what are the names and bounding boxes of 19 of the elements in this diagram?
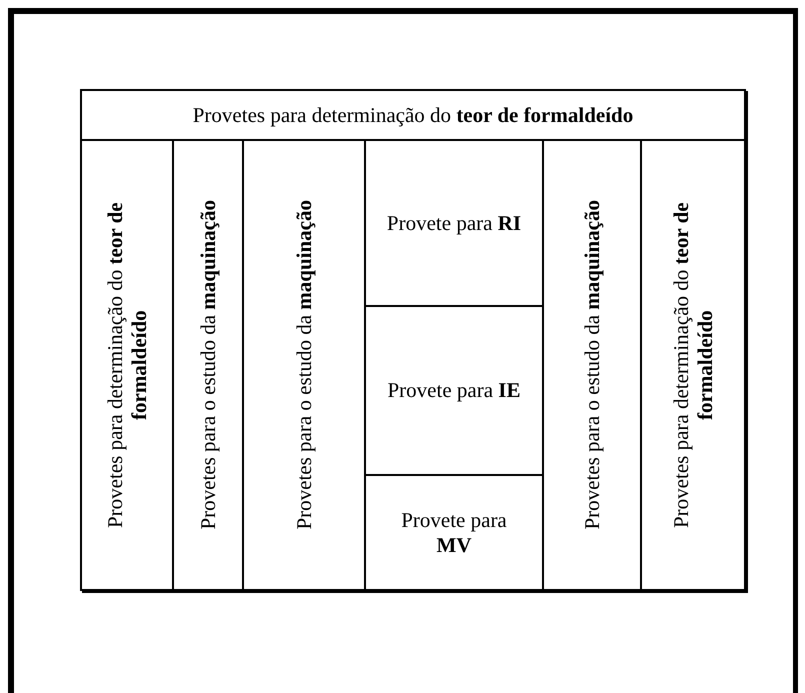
specimen-region [80, 89, 746, 141]
region-label: Provetes para o estudo da maquinação [580, 200, 604, 530]
region-label: Provetes para determinação do teor de formaldeído [668, 201, 718, 530]
specimen-region [542, 139, 642, 591]
region-label: Provetes para o estudo da maquinação [292, 200, 316, 530]
region-label: Provete para IE [388, 378, 520, 403]
panel-outline [8, 8, 798, 693]
specimen-region [172, 139, 244, 591]
specimen-region [364, 305, 544, 476]
region-label: Provete para RI [386, 210, 522, 236]
region-label: Provetes para determinação do teor de formaldeído [192, 102, 634, 128]
specimen-region [640, 139, 746, 591]
region-label: Provete para MV [400, 508, 508, 557]
specimen-region [80, 139, 174, 591]
region-label: Provetes para o estudo da maquinação [196, 200, 220, 530]
specimen-region [364, 474, 544, 591]
region-label: Provetes para determinação do teor de formaldeído [102, 201, 152, 530]
specimen-region [364, 139, 544, 307]
specimen-region [242, 139, 366, 591]
